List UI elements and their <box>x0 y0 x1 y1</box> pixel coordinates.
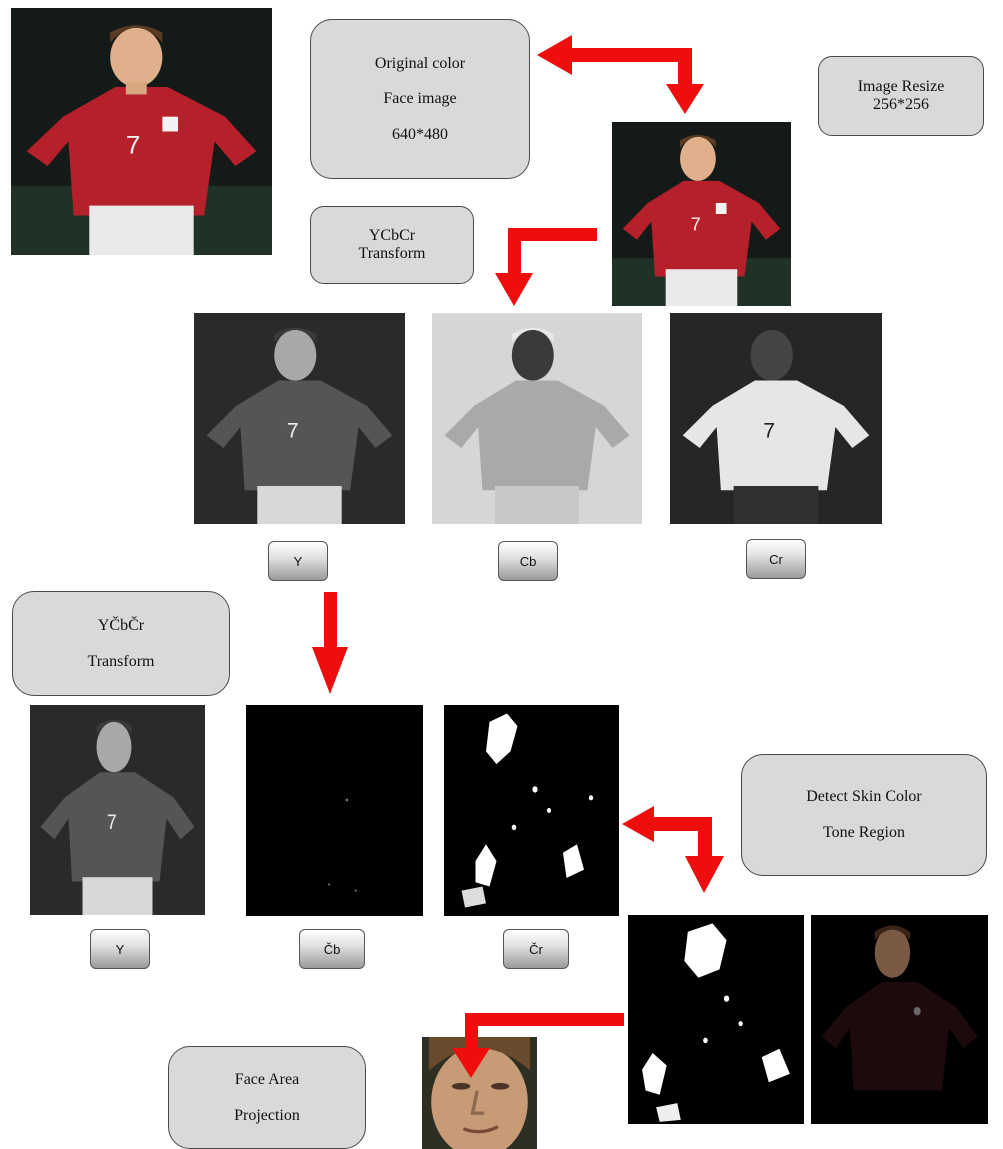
cr-channel-image: 7 <box>670 313 882 524</box>
original-line3: 640*480 <box>392 125 448 143</box>
flow-arrow-icon-left-head <box>537 35 572 75</box>
original-photo: 7 <box>11 8 272 255</box>
chip-cr: Cr <box>746 539 806 579</box>
resize-line1: Image Resize <box>857 78 945 96</box>
flow-arrow-segment <box>648 817 712 831</box>
ycbcr-transform-box: YCbCr Transform <box>310 206 474 284</box>
svg-text:7: 7 <box>691 214 701 234</box>
flow-arrow-segment <box>566 48 684 62</box>
face-line2: Projection <box>234 1106 300 1124</box>
original-line1: Original color <box>374 54 466 72</box>
ycbcr-line2: Transform <box>358 245 426 262</box>
cb-channel-image <box>432 313 642 524</box>
flow-arrow-segment <box>508 228 521 278</box>
face-area-projection-box: Face Area Projection <box>168 1046 366 1149</box>
chip-y-modified: Y <box>90 929 150 969</box>
skin-line1: Detect Skin Color <box>806 788 922 806</box>
ycbcr-modified-transform-box: YČbČr Transform <box>12 591 230 696</box>
flow-arrow-icon-left-head <box>622 806 654 842</box>
ycbcr-line1: YCbCr <box>368 227 416 245</box>
svg-text:7: 7 <box>126 132 141 159</box>
skin-mask-image <box>628 915 804 1124</box>
flow-arrow-icon-down-head <box>685 856 724 893</box>
svg-text:7: 7 <box>107 812 117 835</box>
cr-modified-image <box>444 705 619 916</box>
chip-cr-modified: Čr <box>503 929 569 969</box>
flow-arrow-segment <box>698 817 712 862</box>
flow-arrow-segment <box>678 48 692 90</box>
flow-arrow-segment <box>324 592 337 650</box>
chip-cb: Cb <box>498 541 558 581</box>
ycbcr-mod-line1: YČbČr <box>97 616 145 634</box>
resize-line2: 256*256 <box>873 96 929 113</box>
y-modified-image: 7 <box>30 705 205 915</box>
resized-photo: 7 <box>612 122 791 306</box>
player-photo-icon: 7 <box>11 8 272 255</box>
chip-cb-modified: Čb <box>299 929 365 969</box>
y-channel-image: 7 <box>194 313 405 524</box>
original-image-box: Original color Face image 640*480 <box>310 19 530 179</box>
image-resize-box: Image Resize 256*256 <box>818 56 984 136</box>
svg-text:7: 7 <box>763 420 775 443</box>
flow-arrow-segment <box>468 1013 624 1026</box>
cb-modified-image <box>246 705 423 916</box>
original-line2: Face image <box>383 90 457 108</box>
ycbcr-mod-line2: Transform <box>87 652 155 670</box>
chip-y: Y <box>268 541 328 581</box>
flow-arrow-icon-down-head <box>312 647 348 694</box>
player-photo-icon: 7 <box>612 122 791 306</box>
face-line1: Face Area <box>234 1070 300 1088</box>
flow-arrow-icon-down-head <box>666 84 704 114</box>
face-crop-image <box>422 1037 537 1149</box>
skin-line2: Tone Region <box>823 824 905 841</box>
svg-text:7: 7 <box>287 419 299 442</box>
skin-region-image <box>811 915 988 1124</box>
flow-arrow-icon-down-head <box>495 273 533 306</box>
flow-arrow-segment <box>511 228 597 241</box>
detect-skin-color-box: Detect Skin Color Tone Region <box>741 754 987 876</box>
